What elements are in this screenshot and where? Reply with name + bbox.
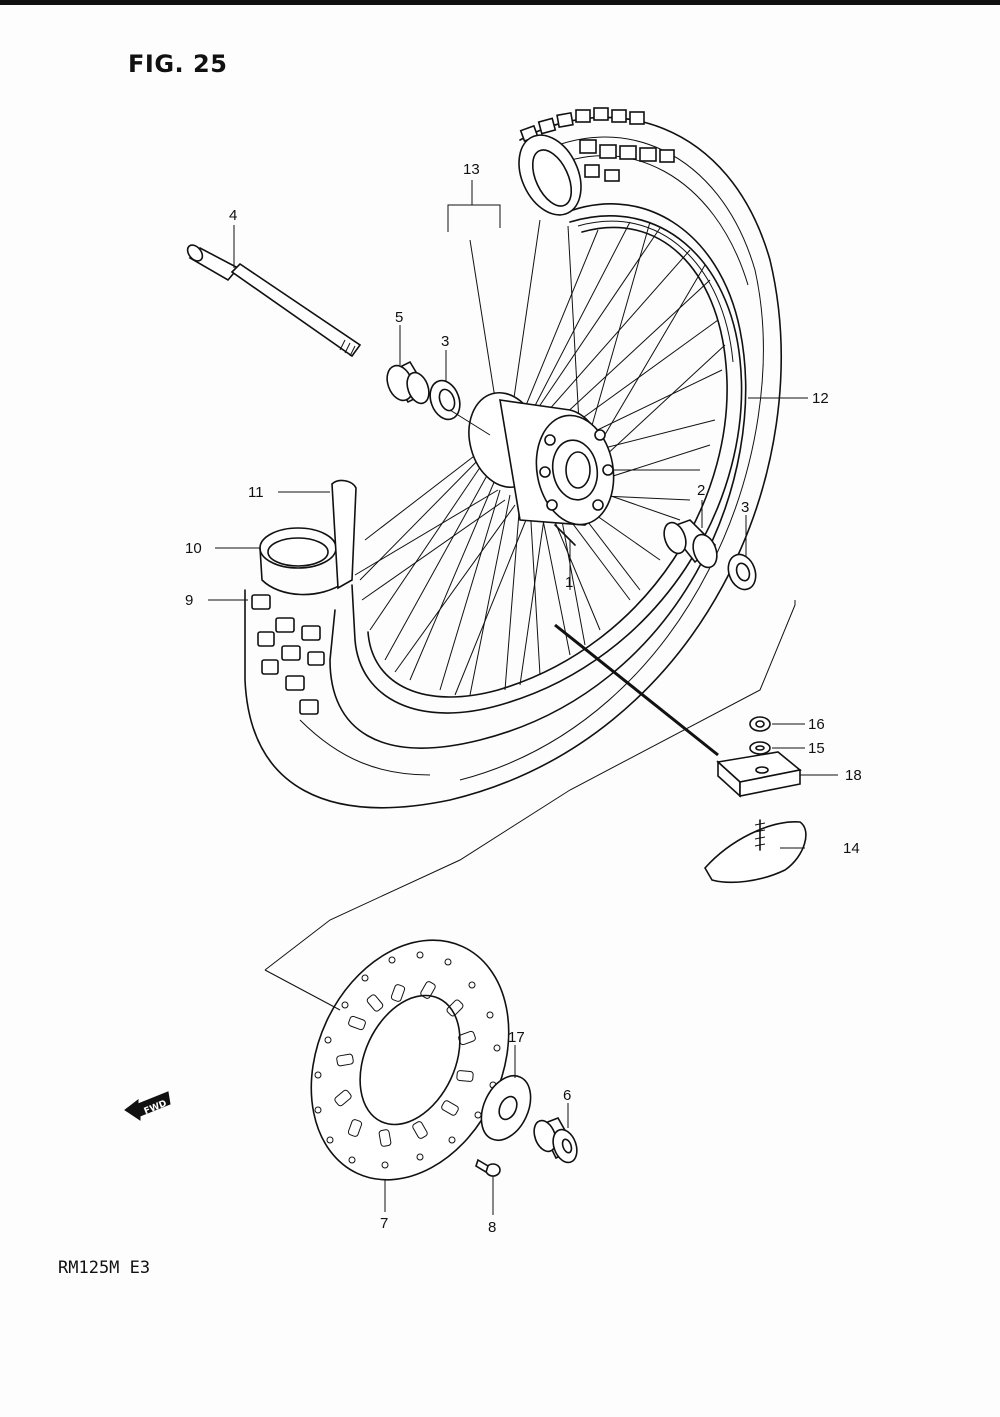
callout-3-left: 3 [441, 333, 449, 350]
tread-blocks-top [519, 107, 675, 182]
callout-4: 4 [229, 207, 237, 224]
spacer-drawing [663, 519, 718, 569]
callout-3-right: 3 [741, 499, 749, 516]
callout-5: 5 [395, 309, 403, 326]
rim-band-drawing [331, 479, 357, 590]
callout-6: 6 [563, 1087, 571, 1104]
rim-lock-drawing [704, 819, 807, 884]
callout-13: 13 [463, 161, 480, 178]
disc-bolt-drawing [475, 1158, 501, 1177]
assembly-guide-lines [264, 409, 796, 1011]
bearing-left-drawing [429, 379, 461, 421]
disc-spacer-drawing [533, 1117, 578, 1164]
callout-7: 7 [380, 1215, 388, 1232]
spacer-collar-drawing [386, 360, 430, 405]
washer-drawing [749, 741, 771, 755]
callout-leaders [208, 180, 838, 1215]
fwd-direction-marker: FWD [124, 1091, 171, 1121]
disc-shim-drawing [480, 1075, 532, 1141]
figure-title: FIG. 25 [128, 50, 228, 78]
axle-drawing [186, 244, 362, 358]
tire-drawing [244, 107, 782, 809]
callout-15: 15 [808, 740, 825, 757]
hub-drawing [468, 391, 615, 546]
spokes-drawing [354, 219, 726, 696]
callout-1: 1 [565, 574, 573, 591]
brake-disc-drawing [310, 939, 510, 1181]
rubber-pad-drawing [716, 751, 802, 798]
callout-10: 10 [185, 540, 202, 557]
callout-11: 11 [248, 484, 264, 501]
callout-9: 9 [185, 592, 193, 609]
bearing-right-drawing [727, 553, 757, 591]
tube-drawing [259, 527, 346, 596]
callout-8: 8 [488, 1219, 496, 1236]
nut-drawing [749, 716, 771, 732]
callout-16: 16 [808, 716, 825, 733]
callout-12: 12 [812, 390, 829, 407]
tread-blocks-left [251, 594, 325, 715]
callout-14: 14 [843, 840, 860, 857]
callout-17: 17 [508, 1029, 525, 1046]
callout-2: 2 [697, 482, 705, 499]
model-code: RM125M E3 [58, 1258, 151, 1278]
page-top-border [0, 0, 1000, 5]
callout-18: 18 [845, 767, 862, 784]
